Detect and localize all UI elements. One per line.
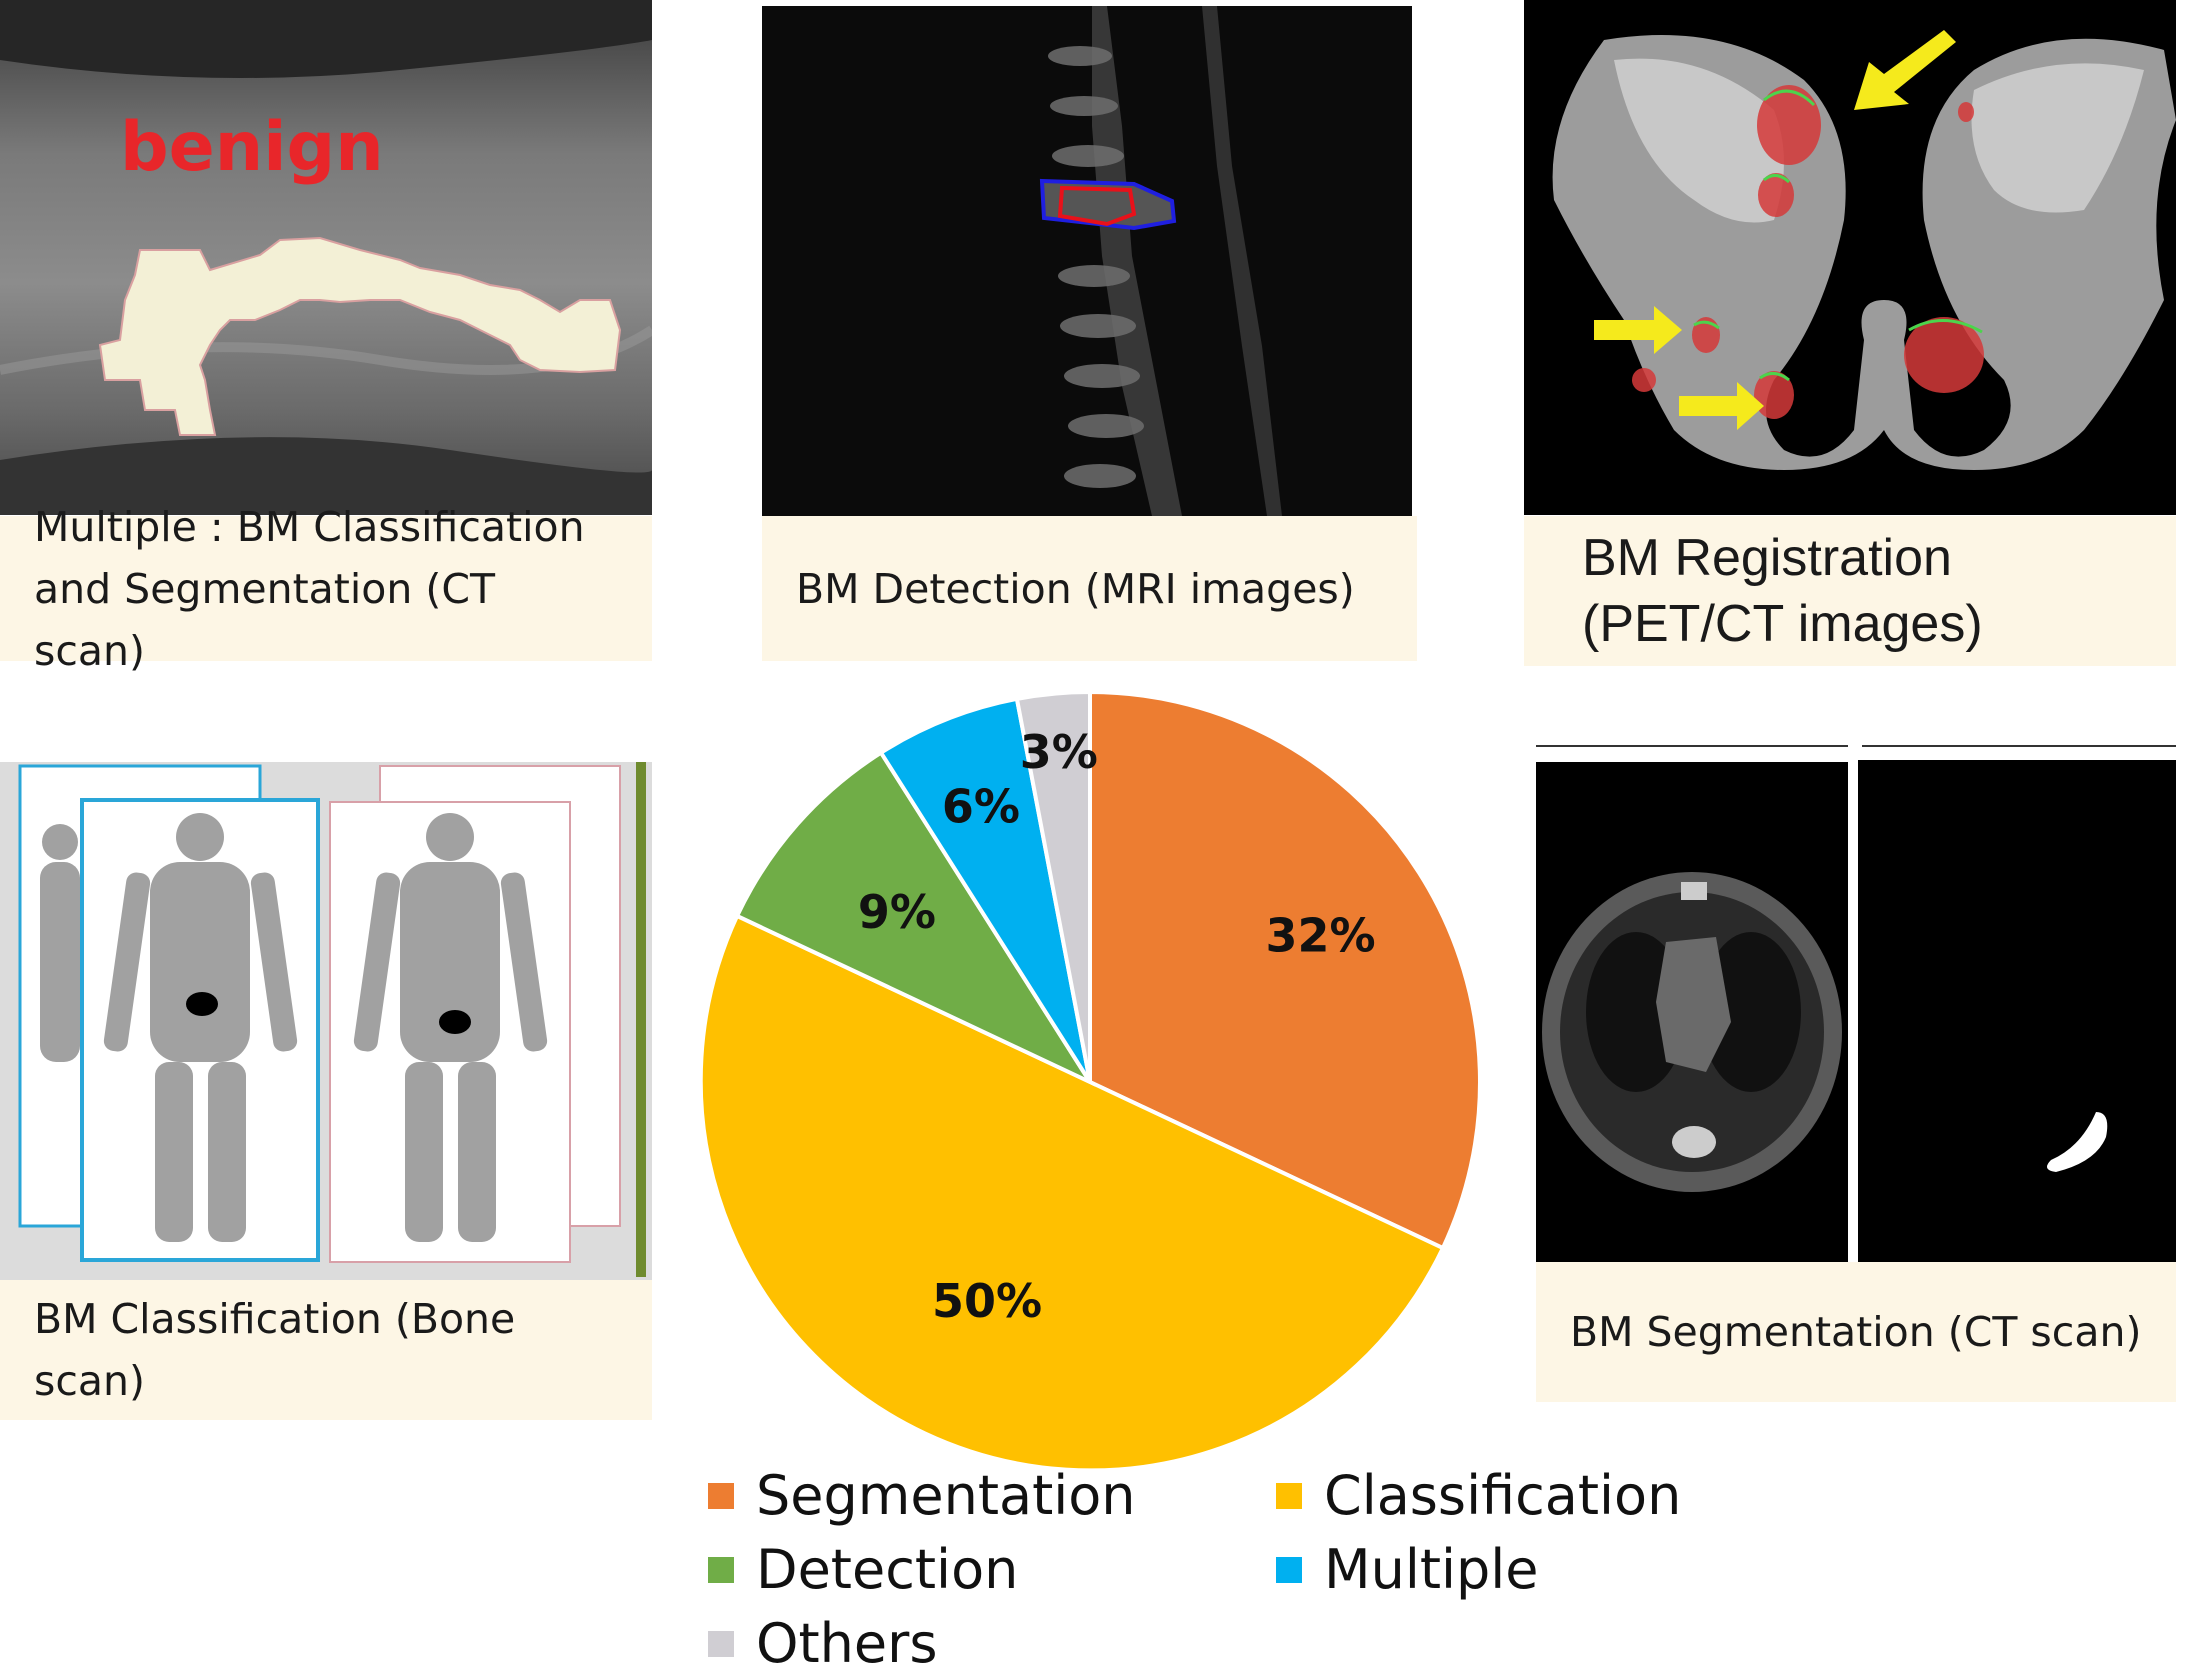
legend-item-multiple: Multiple — [1276, 1538, 1539, 1601]
ct-classification-caption: Multiple : BM Classification and Segment… — [0, 503, 652, 675]
arrow-icon — [1679, 382, 1764, 430]
caption-line: (PET/CT images) — [1582, 595, 1983, 653]
pie-label-others: 3% — [1020, 725, 1098, 779]
legend-item-classification: Classification — [1276, 1464, 1681, 1527]
ct-segmentation-image — [1536, 742, 2176, 1262]
arrow-icon — [1594, 306, 1682, 354]
caption-line: Multiple : BM Classification — [34, 502, 585, 551]
legend-swatch — [708, 1556, 734, 1583]
pie-label-multiple: 6% — [942, 779, 1020, 833]
legend-label: Classification — [1324, 1464, 1682, 1527]
caption-line: BM Segmentation (CT scan) — [1570, 1308, 2142, 1356]
legend-label: Others — [756, 1612, 938, 1675]
caption-line: BM Classification (Bone — [34, 1295, 516, 1343]
bone-scan-caption: BM Classification (Bone scan) — [0, 1280, 652, 1420]
legend-swatch — [708, 1630, 734, 1657]
caption-line: scan) — [34, 1357, 146, 1405]
pie-label-classification: 50% — [932, 1274, 1042, 1328]
mri-detection-caption: BM Detection (MRI images) — [762, 516, 1417, 661]
legend-label: Multiple — [1324, 1538, 1539, 1601]
caption-line: BM Detection (MRI images) — [796, 564, 1355, 613]
legend-label: Detection — [756, 1538, 1019, 1601]
caption-line: BM Registration — [1582, 529, 1952, 587]
bone-scan-image — [0, 762, 652, 1280]
legend-swatch — [708, 1482, 734, 1509]
pie-slice-segmentation — [1088, 689, 1482, 1251]
legend-swatch — [1276, 1482, 1302, 1509]
pie-slice-multiple — [878, 696, 1092, 1084]
pie-slice-classification — [698, 913, 1446, 1473]
pie-slice-detection — [734, 749, 1096, 1087]
benign-overlay-text: benign — [120, 108, 384, 187]
legend-swatch — [1276, 1556, 1302, 1583]
legend-item-segmentation: Segmentation — [708, 1464, 1136, 1527]
arrow-icon — [1854, 30, 1956, 110]
legend-item-detection: Detection — [708, 1538, 1018, 1601]
caption-line: and Segmentation (CT scan) — [34, 564, 496, 675]
legend-item-others: Others — [708, 1612, 937, 1675]
legend-label: Segmentation — [756, 1464, 1136, 1527]
pie-slice-others — [1014, 689, 1092, 1083]
pie-label-detection: 9% — [858, 885, 936, 939]
pet-registration-caption: BM Registration (PET/CT images) — [1524, 516, 2176, 666]
mri-detection-image — [762, 6, 1412, 516]
ct-segmentation-caption: BM Segmentation (CT scan) — [1536, 1262, 2176, 1402]
ct-classification-image: benign — [0, 0, 652, 515]
pie-label-segmentation: 32% — [1265, 909, 1375, 963]
pie-chart: 32% 50% 9%6%3% — [690, 682, 1490, 1482]
pet-registration-image — [1524, 0, 2176, 515]
